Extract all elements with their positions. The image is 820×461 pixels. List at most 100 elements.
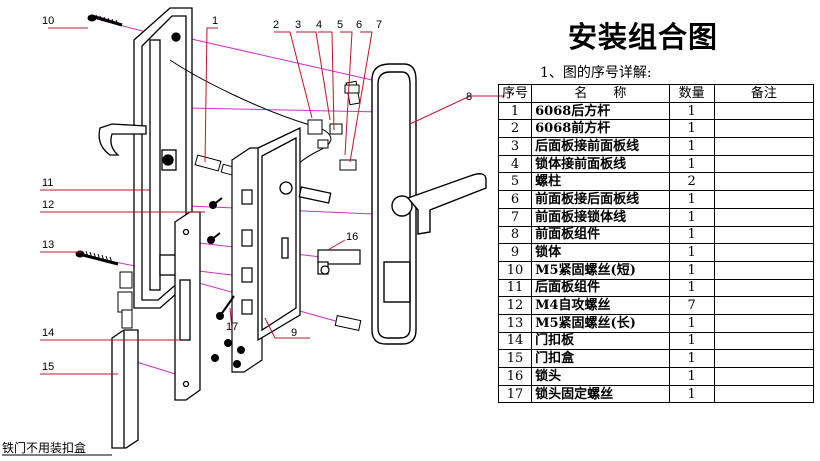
row-note <box>713 137 815 156</box>
callout-7: 7 <box>376 19 382 31</box>
stud-5 <box>334 84 362 331</box>
row-quantity: 1 <box>668 119 715 139</box>
rear-handle <box>98 123 147 156</box>
callout-2: 2 <box>273 19 279 31</box>
callout-11: 11 <box>42 177 53 189</box>
screw-10 <box>87 14 123 27</box>
strike-plate-14 <box>174 211 201 401</box>
row-name: 螺柱 <box>531 172 670 192</box>
callout-15: 15 <box>42 361 54 373</box>
callout-5: 5 <box>337 19 343 31</box>
row-number: 13 <box>497 313 533 333</box>
header-note: 备注 <box>713 84 815 103</box>
row-name: M4自攻螺丝 <box>531 296 670 315</box>
row-note <box>713 119 815 139</box>
leader-lines <box>40 27 505 375</box>
row-number: 11 <box>497 278 533 298</box>
row-number: 8 <box>497 225 533 245</box>
row-number: 4 <box>497 154 533 174</box>
iron-door-note: 铁门不用装扣盒 <box>2 440 86 455</box>
row-number: 9 <box>497 243 533 262</box>
callout-9: 9 <box>291 327 297 339</box>
callout-14: 14 <box>42 327 54 339</box>
row-quantity: 1 <box>668 225 715 245</box>
row-number: 5 <box>497 172 533 192</box>
row-note <box>713 296 815 315</box>
row-number: 12 <box>497 296 533 315</box>
screw-13 <box>75 250 119 266</box>
callout-6: 6 <box>356 19 362 31</box>
row-note <box>713 260 815 280</box>
callout-labels: 10 1 2 3 4 5 6 7 8 11 12 13 16 17 9 14 1… <box>42 15 472 373</box>
callout-4: 4 <box>316 19 322 31</box>
row-note <box>713 313 815 333</box>
row-name: 门扣盒 <box>531 349 670 368</box>
header-name: 名 称 <box>531 84 670 103</box>
callout-8: 8 <box>466 91 472 103</box>
header-no: 序号 <box>497 84 533 103</box>
row-number: 16 <box>497 367 533 386</box>
header-qty: 数量 <box>668 84 715 103</box>
row-quantity: 1 <box>668 137 715 156</box>
row-name: 门扣板 <box>531 331 670 351</box>
row-quantity: 2 <box>668 172 715 192</box>
row-number: 2 <box>497 119 533 139</box>
row-note <box>713 225 815 245</box>
row-name: 6068后方杆 <box>531 101 670 121</box>
row-note <box>713 190 815 209</box>
screws-12 <box>207 197 245 368</box>
row-number: 14 <box>497 331 533 351</box>
row-note <box>713 349 815 368</box>
row-name: 锁头固定螺丝 <box>531 384 670 404</box>
row-note <box>713 278 815 298</box>
row-name: 前面板组件 <box>531 225 670 245</box>
row-name: 锁头 <box>531 367 670 386</box>
row-number: 10 <box>497 260 533 280</box>
spindle-1 <box>194 154 238 177</box>
row-quantity: 1 <box>668 101 715 121</box>
row-quantity: 1 <box>668 331 715 351</box>
front-panel-8 <box>371 63 417 345</box>
row-name: 锁体 <box>531 243 670 262</box>
lock-faceplate <box>231 147 263 373</box>
lock-cylinder-16 <box>317 249 361 275</box>
row-name: M5紧固螺丝(长) <box>531 313 670 333</box>
callout-13: 13 <box>42 239 54 251</box>
callout-16: 16 <box>346 231 358 243</box>
page-title: 安装组合图 <box>568 20 719 54</box>
row-number: 15 <box>497 349 533 368</box>
row-name: 后面板组件 <box>531 278 670 298</box>
row-note <box>713 331 815 351</box>
row-quantity: 1 <box>668 207 715 227</box>
lock-body-9 <box>257 126 332 342</box>
strike-box-15 <box>111 329 139 449</box>
row-number: 17 <box>497 384 533 404</box>
row-note <box>713 207 815 227</box>
row-note <box>713 154 815 174</box>
row-quantity: 1 <box>668 278 715 298</box>
callout-17: 17 <box>226 321 238 333</box>
row-quantity: 7 <box>668 296 715 315</box>
row-number: 3 <box>497 137 533 156</box>
row-quantity: 1 <box>668 313 715 333</box>
row-name: 前面板接后面板线 <box>531 190 670 209</box>
row-quantity: 1 <box>668 154 715 174</box>
callout-12: 12 <box>42 199 54 211</box>
